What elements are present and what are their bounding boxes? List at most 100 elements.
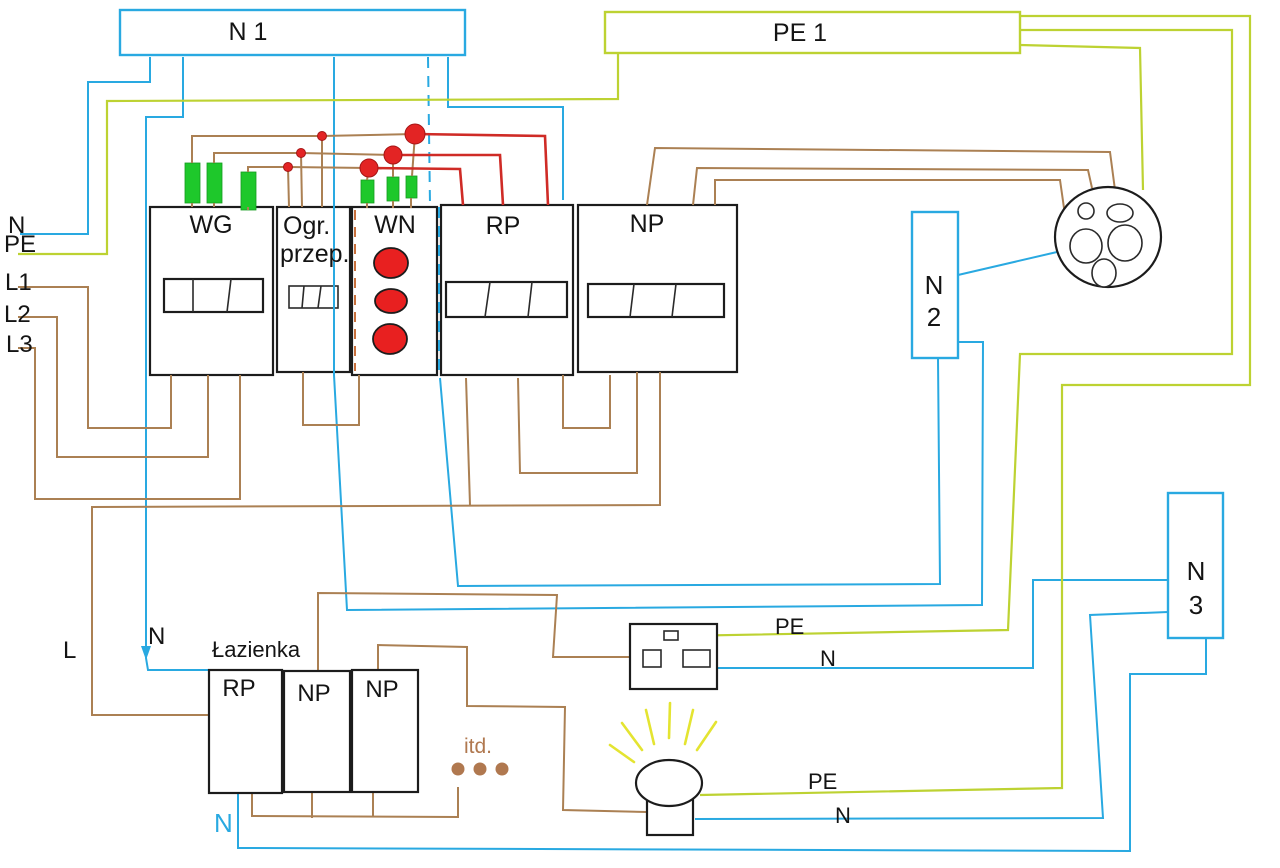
neutral-wiring [20,56,1207,853]
supply-l2-label: L2 [4,301,31,328]
lamp-ray-icon [667,701,672,740]
drop-to-surge-2 [300,152,303,208]
wire-n1-to-n2 [333,57,985,612]
lamp-pe-label: PE [808,769,837,794]
wire-n2-to-socket [957,251,1058,276]
wire-red-to-rp-2 [393,153,505,206]
arrow-down-icon [141,646,151,660]
wire-pe1-to-socket-pe [1019,43,1145,191]
wire-n3-to-lamp-n [694,611,1169,820]
rp-label: RP [486,212,521,240]
wire-rp-np-to-bathroom-l [91,372,661,716]
wire-n1-dashed-to-wn [427,56,431,206]
wire-np-to-socket-2 [692,166,1093,206]
n2-busbar-label-line2: 2 [927,302,941,332]
outlet-n-label: N [820,646,836,671]
lamp-ray-icon [620,721,644,752]
bathroom-rp-label: RP [222,675,255,702]
n1-busbar-label: N 1 [229,18,268,46]
lamp-bulb [634,758,704,808]
bathroom-np2-label: NP [365,676,398,703]
junction-dot-icon [317,131,327,141]
wire-rp-to-np-2 [517,372,638,474]
wire-surge-to-wn-bottom [302,372,360,426]
wire-rp-to-np-1 [562,375,611,429]
junction-dot-icon [404,123,426,145]
wire-np-to-socket-3 [714,179,1066,216]
etc-label: itd. [464,735,492,758]
lamp-ray-icon [608,743,636,764]
outlet-pe-label: PE [775,614,804,639]
pe1-busbar-box [603,10,1022,55]
n3-busbar-label-line1: N [1187,556,1206,586]
bathroom-panel [207,668,509,795]
fuse-icon [405,175,418,199]
wire-pe-supply-to-pe1 [18,53,620,256]
wire-np1-to-outlet-l [317,591,632,670]
n2-busbar-label-line1: N [925,270,944,300]
bathroom-l-label: L [63,637,76,664]
lamp-symbol [608,701,718,837]
wire-n-supply-to-n1 [20,57,151,235]
junction-dot-icon [359,158,379,178]
n2-busbar-box [910,210,960,360]
np-label: NP [630,210,665,238]
junction-row2 [213,152,394,163]
bathroom-title: Łazienka [212,637,301,662]
pe1-busbar-label: PE 1 [773,19,827,47]
wire-wn-to-n2 [439,357,942,588]
supply-pe-label: PE [4,231,36,258]
rp-switch-symbol [444,280,569,319]
etc-dot-icon [473,762,487,776]
junction-dot-icon [283,162,293,172]
junction-dot-icon [383,145,403,165]
wire-red-to-rp-3 [368,166,465,206]
bathroom-np1-label: NP [297,680,330,707]
fuse-icon [184,162,201,204]
junction-dot-icon [296,148,306,158]
etc-dot-icon [495,762,509,776]
etc-dot-icon [451,762,465,776]
wire-np2-to-lamp-l [377,643,648,813]
n3-busbar-label-line2: 3 [1189,590,1203,620]
wn-red-lamp-2 [374,288,408,314]
lamp-ray-icon [683,708,695,746]
wire-red-to-rp-1 [414,132,550,206]
wn-red-lamp-1 [373,247,409,279]
earth-wiring [18,14,1252,797]
socket-outlet-symbol [628,622,719,691]
wire-pe1-to-lamp-pe [699,14,1252,797]
bathroom-np2-box [350,668,420,794]
drop-to-surge-3 [287,166,290,208]
supply-l3-label: L3 [6,331,33,358]
np-switch-symbol [586,282,726,319]
fuse-icon [206,162,223,204]
surge-switch-symbol [288,285,339,309]
fuse-icon [360,179,375,204]
wire-l1-to-wg [18,286,172,429]
bathroom-np1-box [282,669,352,794]
n3-busbar-box [1166,491,1225,640]
wire-bathroom-bottom-rail [251,787,459,819]
wg-switch-symbol [162,277,265,314]
bathroom-rp-box [207,668,284,795]
surge-label-line1: Ogr. [283,212,330,240]
bathroom-n-in-label: N [148,623,165,650]
main-panel [148,203,739,377]
bathroom-n-out-label: N [214,808,233,838]
wire-bathroom-n-to-n3 [237,637,1207,853]
surge-label-line2: przep. [280,240,349,268]
lamp-ray-icon [644,708,656,746]
wg-fuses [184,162,257,211]
lamp-n-label: N [835,803,851,828]
wire-l2-to-wg [18,316,209,458]
phase-wiring [18,133,1116,819]
round-socket-symbol [1053,185,1163,289]
wg-label: WG [189,211,232,239]
wn-red-lamp-3 [372,323,408,355]
wn-label: WN [374,211,416,239]
wire-pe1-to-outlet-pe [676,28,1234,638]
junction-row1 [191,133,416,163]
